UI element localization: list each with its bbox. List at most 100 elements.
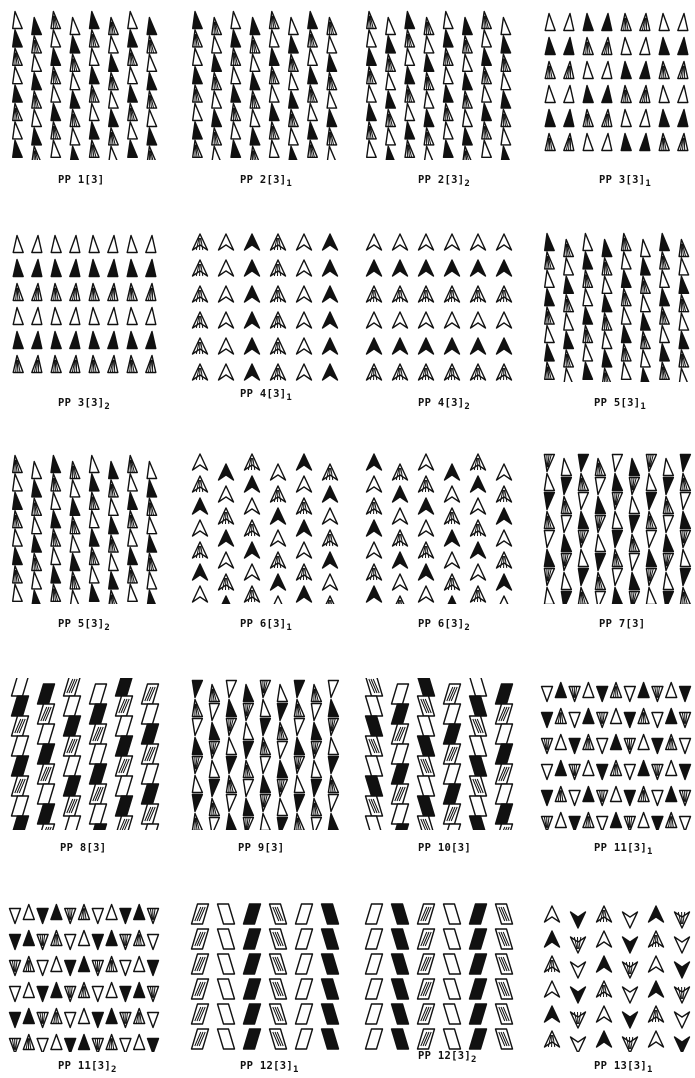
pattern-caption-main: PP 8[3]	[60, 842, 106, 854]
motif-open	[193, 48, 203, 65]
motif-black	[192, 681, 202, 698]
motif-black	[231, 85, 241, 102]
motif-black	[51, 983, 62, 998]
motif-black	[70, 332, 80, 349]
motif-black	[470, 954, 487, 974]
motif-black	[90, 764, 107, 784]
pattern-caption-subscript: 1	[640, 402, 646, 412]
motif-black	[622, 326, 632, 343]
motif-open	[127, 308, 137, 325]
motif-open	[611, 709, 622, 724]
motif-black	[297, 454, 312, 470]
motif-open	[602, 62, 612, 79]
motif-black	[419, 564, 434, 580]
motif-black	[109, 110, 119, 127]
motif-black	[90, 474, 100, 491]
motif-black	[147, 128, 157, 145]
motif-open	[629, 497, 639, 514]
motif-open	[270, 85, 280, 102]
motif-black	[322, 1029, 339, 1049]
motif-black	[367, 48, 377, 65]
motif-open	[482, 85, 492, 102]
motif-black	[611, 813, 622, 828]
motif-black	[328, 814, 338, 831]
motif-open	[564, 86, 574, 103]
motif-hatch	[116, 816, 133, 830]
motif-black	[367, 338, 382, 354]
motif-black	[70, 36, 80, 53]
motif-black	[209, 723, 219, 740]
motif-open	[289, 128, 299, 145]
motif-open	[680, 817, 691, 831]
motif-black	[70, 91, 80, 108]
motif-black	[245, 234, 260, 250]
motif-open	[193, 454, 208, 470]
motif-black	[51, 566, 61, 583]
motif-black	[392, 929, 409, 949]
motif-open	[641, 350, 651, 367]
motif-open	[90, 804, 107, 824]
motif-open	[70, 308, 80, 325]
motif-open	[328, 738, 338, 755]
motif-black	[32, 128, 42, 145]
motif-black	[470, 756, 487, 776]
motif-open	[482, 30, 492, 47]
motif-open	[297, 312, 312, 328]
motif-black	[569, 817, 580, 831]
motif-open	[219, 552, 234, 568]
motif-black	[90, 584, 100, 601]
motif-open	[463, 110, 473, 127]
motif-black	[244, 1029, 261, 1049]
motif-open	[496, 784, 513, 804]
motif-black	[38, 804, 55, 824]
motif-black	[419, 498, 434, 514]
motif-black	[463, 73, 473, 90]
motif-black	[250, 18, 260, 35]
pattern-caption-subscript: 1	[293, 1065, 299, 1075]
motif-open	[109, 36, 119, 53]
motif-black	[327, 54, 337, 71]
pattern-caption-subscript: 1	[286, 179, 292, 189]
motif-black	[13, 85, 23, 102]
pattern-panel	[188, 8, 340, 160]
motif-black	[578, 512, 588, 529]
motif-open	[660, 326, 670, 343]
motif-black	[322, 904, 339, 924]
motif-black	[367, 104, 377, 121]
motif-black	[328, 757, 338, 774]
motif-black	[555, 683, 566, 698]
motif-open	[13, 12, 23, 29]
motif-open	[243, 780, 253, 797]
motif-open	[79, 931, 90, 946]
motif-open	[641, 240, 651, 257]
motif-black	[418, 796, 435, 816]
motif-black	[367, 454, 382, 470]
motif-black	[90, 12, 100, 29]
motif-black	[444, 85, 454, 102]
motif-black	[386, 36, 396, 53]
motif-open	[51, 236, 61, 253]
motif-open	[445, 234, 460, 250]
motif-open	[444, 1029, 461, 1049]
motif-black	[64, 776, 81, 796]
motif-black	[597, 1031, 612, 1047]
motif-black	[367, 520, 382, 536]
motif-open	[128, 584, 138, 601]
motif-open	[296, 929, 313, 949]
motif-black	[392, 979, 409, 999]
motif-open	[501, 128, 511, 145]
motif-open	[366, 696, 383, 716]
motif-black	[501, 146, 511, 160]
pattern-cell	[362, 900, 514, 1052]
motif-black	[602, 240, 612, 257]
motif-open	[90, 48, 100, 65]
motif-black	[13, 140, 23, 157]
motif-black	[624, 713, 635, 728]
motif-black	[444, 724, 461, 744]
motif-black	[311, 780, 321, 797]
motif-open	[37, 1039, 48, 1053]
motif-open	[571, 1037, 586, 1052]
motif-open	[311, 818, 321, 831]
motif-black	[128, 492, 138, 509]
pattern-panel	[362, 678, 514, 830]
